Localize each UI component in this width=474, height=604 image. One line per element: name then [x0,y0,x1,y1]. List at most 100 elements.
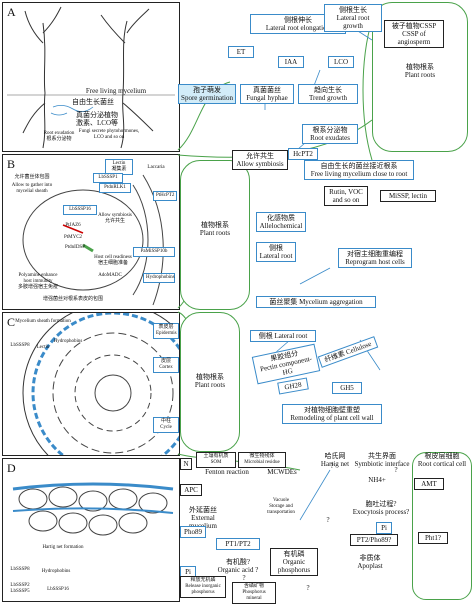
plant-roots-2: 植物根系 Plant roots [180,160,250,310]
b-ptdnidsp: PtdnIDSP [64,245,85,250]
panel-b: B 允许菌丝体包围 Allow to gather into mycelial … [2,154,180,310]
fenton-reaction: Fenton reaction [205,468,249,476]
missp-lectin: MiSSP, lectin [380,190,436,202]
fungal-hyphae: 真菌菌丝 Fungal hyphae [240,84,294,104]
pectin-component: 果胶组分 Pectin component-HG [251,343,321,385]
b-ptjaz6: PtJAZ6 [65,223,81,228]
cellulose: 纤维素 Cellulose [317,336,379,368]
cssp-angiosperm: 被子植物CSSP CSSP of angiosperm [384,20,444,48]
plant-roots-3: 植物根系 Plant roots [180,312,240,452]
root-cross-section [22,313,179,455]
iaa-box: IAA [278,56,304,68]
organic-acid: 有机酸? Organic acid ? [217,558,259,574]
cell-diagram [22,174,164,306]
panel-a: A Free living mycelium 自由生长菌丝 真菌分泌植物 激素、… [2,2,180,152]
b-left-text-2: Allow to gather into mycelial sheath [11,183,53,194]
release-inorganic-p: 释放无机磷 Release inorganic phosphorus [180,576,226,598]
c-cortex: 皮层 Cortex [153,357,179,373]
soil-organic: 土壤有机质 SOM [196,452,236,468]
rutin-voc: Rutin, VOC and so on [324,186,368,206]
c-lbsssp8: LbSSSP8 [10,343,30,348]
q-mark-1: ? [330,462,334,470]
et-box: ET [228,46,254,58]
spore-germination: 孢子萌发 Spore germination [178,84,236,104]
root-exudates: 根系分泌物 Root exudates [302,124,358,144]
c-lectin: Lectin [36,345,50,350]
b-caption: 增强菌丝对根系表皮的包围 [42,297,103,302]
c-cycle: 中柱 Cycle [153,417,179,433]
pt2-pho89: PT2/Pho89? [350,534,398,546]
c-hydrophobins: Hydrophobins [53,339,83,344]
seedling-illustration [7,6,175,149]
lco-box: LCO [328,56,354,68]
hartig-net-illustration [12,482,174,536]
apoplast: 非质体 Apoplast [357,554,383,570]
pt1-pt2: PT1/PT2 [216,538,260,550]
panel-c-label: C [7,315,16,329]
d-lbsssp8: LbSSSP8 [10,567,30,572]
reprogram-host: 对宿主细胞重编程 Reprogram host cells [338,248,412,268]
lateral-root-3: 侧根 Lateral root [250,330,316,342]
exocytosis: 胞吐过程? Exocytosis process? [352,500,410,516]
root-exudation-text: Root exudation 根系分泌物 [43,131,75,142]
gh28: GH28 [277,377,309,395]
hartig-net: 哈氏网 Hartig net [320,452,350,468]
b-pthcpt2: PtHcPT2 [153,191,177,201]
mcwdes: MCWDEs [267,468,297,476]
c-epidermis: 表皮层 Epidermis [153,323,179,339]
d-title: Hartig net formation [42,545,84,550]
lateral-root-2: 侧根 Lateral root [256,242,296,262]
b-laccaria: Laccaria [147,165,165,170]
panel-a-label: A [7,5,16,19]
microbial-residue: 微生物残体 Microbial residue [238,452,286,468]
fungi-secrete-text: Fungi secrete phytohormones, LCO and so … [78,129,140,140]
b-host-ready: Host cell readiness 宿主细胞准备 [94,255,132,266]
b-ptdnrlk1: PtdnRLK1 [99,183,131,193]
b-ptmyc2: PtMYC2 [63,235,83,240]
q-mark-5: ? [306,584,310,592]
vacuole: Vacuole Storage and transportation [267,498,295,515]
b-polyamine: Polyamine enhance host immunity 多胺增强宿主免疫 [17,273,58,290]
d-lbsssp16: LbSSSP16 [47,587,69,592]
q-mark-2: ? [394,466,398,474]
remodeling-cell-wall: 对植物细胞壁重塑 Remodeling of plant cell wall [282,404,382,424]
panel-d: D Hartig net formation LbSSSP8 Hydrophob… [2,458,180,602]
b-lbsssp16: LbSSSP16 [63,205,97,215]
q-mark-3: ? [326,516,330,524]
allelochemical: 化感物质 Allelochemical [256,212,306,232]
lateral-root-growth: 侧根生长 Lateral root growth [324,4,382,32]
panel-c: C Mycelium sheath formation LbSSSP8 Lect… [2,312,180,456]
mycelium-aggregation: 菌丝聚集 Mycelium aggregation [256,296,376,308]
b-pamissp: PaMiSSP10b [133,247,175,257]
d-hydrophobins: Hydrophobins [41,569,71,574]
root-cortical-cell: 根皮层细胞 Root cortical cell [417,452,467,468]
hcpt2-box: HcPT2 [288,148,318,160]
apc-box: APC [180,484,202,496]
q-mark-4: ? [242,574,246,582]
phosphorus-mineral: 含磷矿物 Phosphorus mineral [232,582,276,604]
trend-growth: 趋向生长 Trend growth [298,84,358,104]
organic-phosphorus: 有机磷 Organic phosphorus [270,548,318,576]
pi-a: Pi [376,522,392,534]
b-left-text-1: 允许菌丝体包围 [14,175,50,180]
panel-d-label: D [7,461,16,475]
free-living-text: Free living mycelium [85,87,147,95]
b-allow: Allow symbiosis 允许共生 [98,213,132,224]
pht1: Pht1? [418,532,448,544]
lateral-root-elongation: 侧根伸长 Lateral root elongation [250,14,346,34]
fungal-sub-text: 真菌分泌植物 激素、LCO等 [76,111,118,127]
panel-b-label: B [7,157,16,171]
symbiotic-interface: 共生界面 Symbiotic interface [354,452,410,468]
gh5: GH5 [332,382,362,394]
b-adomadc: AdoMADC [98,273,122,278]
pho89-a: Pho89 [180,526,206,538]
root-cortical-block [412,452,472,600]
c-title: Mycelium sheath formation [15,319,71,324]
d-lbsssp5: LbSSSP5 [10,589,30,594]
allow-symbiosis: 允许共生 Allow symbiosis [232,150,288,170]
self-growth-text: 自由生长菌丝 [72,98,114,106]
d-lbsssp2: LbSSSP2 [10,583,30,588]
nh4: NH4+ [368,476,386,484]
free-living-close: 自由生长的菌丝接近根系 Free living mycelium close t… [304,160,414,180]
n-box: N [180,458,192,470]
